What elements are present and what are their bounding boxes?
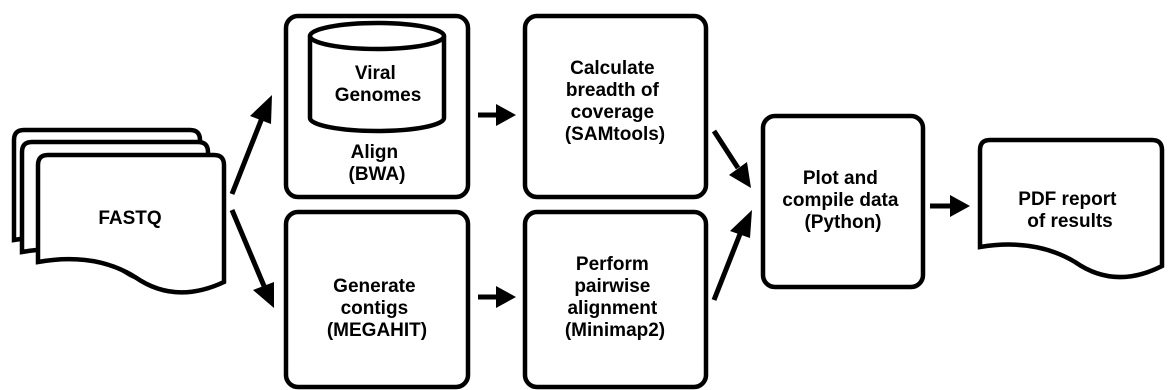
generate-contigs-label: Generate contigs (MEGAHIT) xyxy=(327,276,427,341)
arrow-plot-to-report xyxy=(930,195,970,217)
viral-genomes-label: Viral Genomes xyxy=(335,63,422,106)
pairwise-alignment-label: Perform pairwise alignment (Minimap2) xyxy=(565,254,665,341)
viral-genomes-line1: Viral xyxy=(355,63,396,84)
pairwise-alignment-line1: Perform xyxy=(576,254,649,275)
plot-compile-box xyxy=(760,113,926,290)
plot-compile-node: Plot and compile data (Python) xyxy=(760,113,926,290)
fastq-document-front xyxy=(35,152,227,295)
calculate-breadth-label: Calculate breadth of coverage (SAMtools) xyxy=(565,58,665,145)
pairwise-alignment-node: Perform pairwise alignment (Minimap2) xyxy=(522,209,709,390)
generate-contigs-line3: (MEGAHIT) xyxy=(327,320,427,341)
generate-contigs-node: Generate contigs (MEGAHIT) xyxy=(283,209,471,390)
calculate-breadth-line4: (SAMtools) xyxy=(565,124,665,145)
viral-genomes-cylinder-body xyxy=(307,36,447,134)
generate-contigs-line2: contigs xyxy=(341,298,409,319)
pairwise-alignment-box xyxy=(522,209,709,390)
calculate-breadth-box xyxy=(522,13,709,200)
arrow-align-to-breadth xyxy=(478,104,516,126)
pdf-report-node: PDF report of results xyxy=(977,137,1165,280)
viral-genomes-cylinder-top xyxy=(307,20,447,52)
fastq-document-stack: FASTQ xyxy=(11,127,227,295)
generate-contigs-line1: Generate xyxy=(333,276,415,297)
calculate-breadth-line1: Calculate xyxy=(570,58,654,79)
pdf-report-document xyxy=(977,137,1165,280)
plot-compile-line1: Plot and xyxy=(803,168,878,189)
fastq-label: FASTQ xyxy=(98,208,161,229)
plot-compile-line2: compile data xyxy=(782,190,899,211)
plot-compile-label: Plot and compile data (Python) xyxy=(782,168,903,233)
pairwise-alignment-line4: (Minimap2) xyxy=(565,320,665,341)
pdf-report-line2: of results xyxy=(1027,211,1113,232)
arrow-fastq-to-contigs xyxy=(229,209,274,308)
align-line1: Align xyxy=(351,142,399,163)
arrow-pairwise-to-plot xyxy=(711,210,752,301)
calculate-breadth-line2: breadth of xyxy=(566,80,660,101)
arrow-breadth-to-plot xyxy=(711,129,751,188)
calculate-breadth-line3: coverage xyxy=(571,102,654,123)
database-icon xyxy=(307,20,447,134)
pairwise-alignment-line2: pairwise xyxy=(574,276,650,297)
calculate-breadth-node: Calculate breadth of coverage (SAMtools) xyxy=(522,13,709,200)
align-line2: (BWA) xyxy=(349,164,406,185)
arrow-fastq-to-align xyxy=(229,95,272,195)
align-label: Align (BWA) xyxy=(349,142,406,185)
align-node: Viral Genomes Align (BWA) xyxy=(283,13,471,200)
pdf-report-line1: PDF report xyxy=(1018,189,1117,210)
generate-contigs-box xyxy=(283,209,471,390)
pairwise-alignment-line3: alignment xyxy=(567,298,657,319)
viral-genomes-line2: Genomes xyxy=(335,85,422,106)
plot-compile-line3: (Python) xyxy=(804,212,881,233)
arrow-contigs-to-pairwise xyxy=(478,286,516,308)
pdf-report-label: PDF report of results xyxy=(1018,189,1121,232)
